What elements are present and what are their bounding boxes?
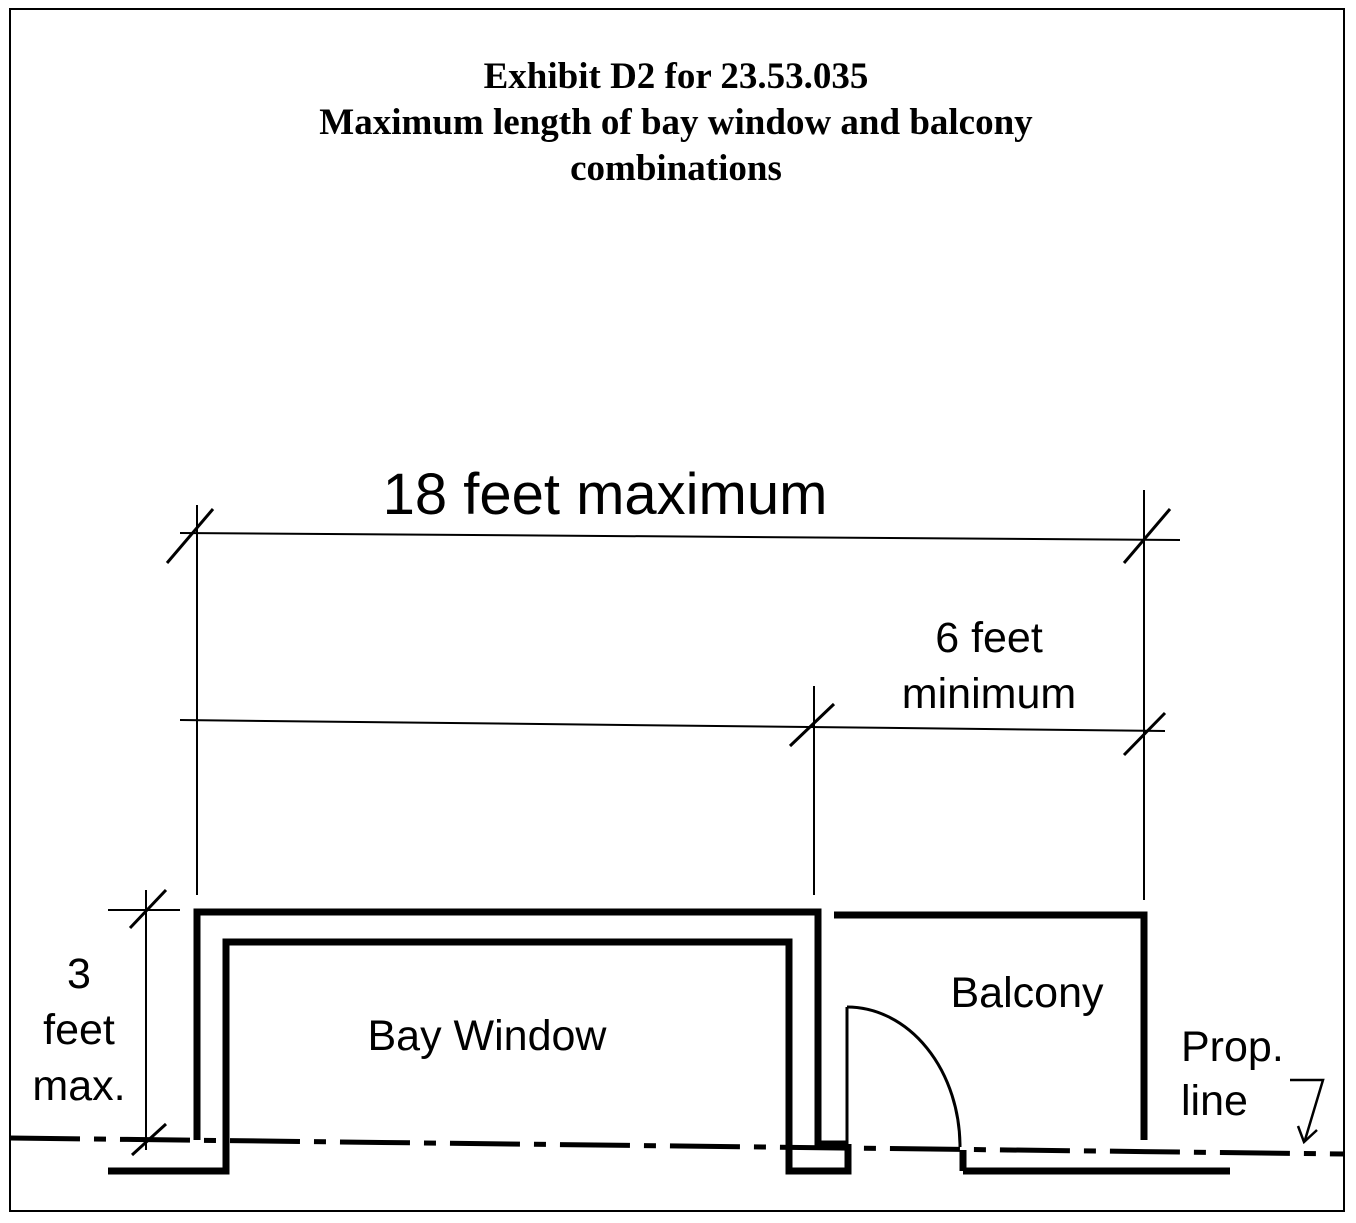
title-line-3: combinations: [570, 148, 782, 189]
balcony-tick-left: [788, 702, 836, 748]
balcony-dimension: [179, 686, 1167, 895]
depth-dimension: [108, 888, 180, 1157]
bay-window-outer-wall: [193, 908, 848, 1148]
balcony-dimension-label-1: 6 feet: [935, 614, 1043, 662]
prop-line-label-1: Prop.: [1181, 1023, 1284, 1071]
exhibit-title: Exhibit D2 for 23.53.035 Maximum length …: [11, 54, 1341, 192]
door-arc: [846, 1005, 962, 1148]
title-line-1: Exhibit D2 for 23.53.035: [483, 56, 869, 97]
prop-line-arrow-icon: [1290, 1078, 1325, 1145]
balcony-dimension-label-2: minimum: [902, 670, 1076, 718]
door-swing-icon: [845, 1005, 962, 1148]
overall-tick-right: [1122, 508, 1172, 564]
depth-label-2: feet: [43, 1006, 115, 1054]
bay-window-inner-wall: [108, 938, 852, 1175]
overall-dimension-line: [179, 532, 1181, 541]
depth-label-3: max.: [32, 1062, 125, 1110]
overall-dimension: [165, 490, 1181, 900]
depth-tick-top: [128, 888, 168, 930]
balcony-shape: [834, 911, 1230, 1175]
property-line: [9, 1135, 1346, 1157]
prop-line-arrow-head: [1296, 1125, 1318, 1145]
exhibit-frame: Exhibit D2 for 23.53.035 Maximum length …: [9, 8, 1345, 1212]
balcony-dimension-line: [179, 719, 1166, 732]
overall-dimension-label: 18 feet maximum: [383, 462, 828, 527]
bay-window-label: Bay Window: [368, 1012, 608, 1060]
balcony-railing: [834, 911, 1148, 1140]
depth-label-1: 3: [67, 950, 91, 998]
depth-tick-bottom: [130, 1122, 168, 1157]
prop-line-arrow-shaft: [1290, 1078, 1325, 1141]
bay-window-shape: [108, 908, 852, 1175]
title-line-2: Maximum length of bay window and balcony: [319, 102, 1033, 143]
overall-tick-left: [165, 508, 215, 564]
balcony-tick-right: [1122, 711, 1167, 757]
balcony-label: Balcony: [951, 969, 1104, 1017]
prop-line-label-2: line: [1181, 1077, 1248, 1125]
